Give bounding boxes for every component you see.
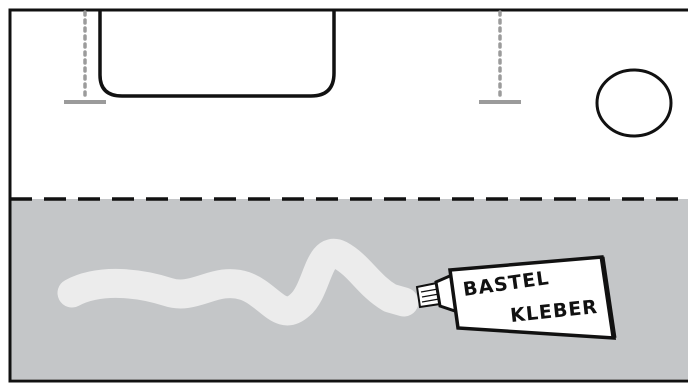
finger-hole [595, 68, 673, 138]
placement-marker-right [479, 10, 521, 104]
glue-tube-icon: BASTEL KLEBER [415, 255, 617, 340]
placement-marker-left [64, 10, 106, 104]
glue-trail [57, 239, 419, 326]
template-outline [8, 8, 688, 383]
top-cutout [98, 10, 336, 98]
